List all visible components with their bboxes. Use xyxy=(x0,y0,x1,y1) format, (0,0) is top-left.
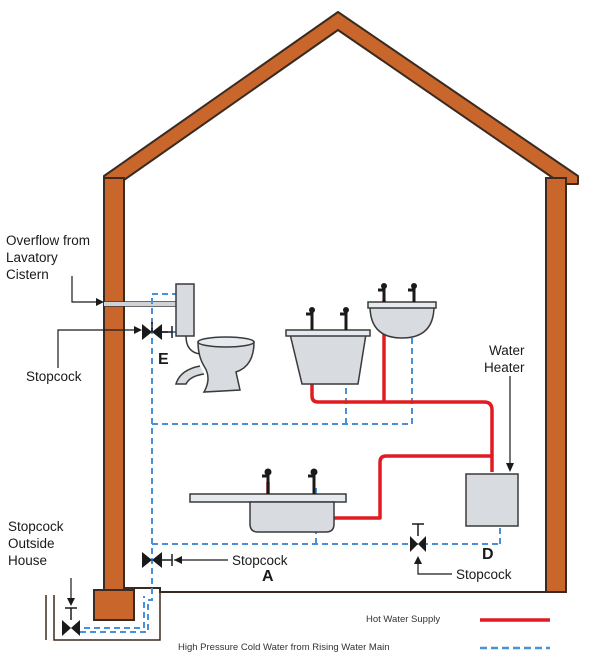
stopcock-outside-line2: Outside xyxy=(8,536,55,551)
toilet-bowl xyxy=(197,341,255,393)
valve-a xyxy=(142,552,173,568)
letter-a: A xyxy=(262,568,274,585)
overflow-label-line1: Overflow from xyxy=(6,233,91,248)
water-heater-label-line1: Water xyxy=(489,343,525,358)
roof xyxy=(103,11,579,185)
legend-hot-label: Hot Water Supply xyxy=(366,614,441,625)
wash-basin xyxy=(367,283,437,339)
house-structure xyxy=(45,11,579,641)
valve-d xyxy=(410,523,426,552)
water-heater-label: Water Heater xyxy=(484,342,525,376)
floor-line xyxy=(124,587,546,593)
toilet-waste-pipe xyxy=(175,365,205,385)
stopcock-d-label: Stopcock xyxy=(456,567,512,582)
foundation-block xyxy=(93,589,135,621)
left-wall xyxy=(103,177,125,593)
stopcock-a-label: Stopcock xyxy=(232,553,288,568)
valve-outside xyxy=(62,607,80,636)
right-wall xyxy=(545,177,567,593)
water-heater xyxy=(465,473,519,527)
legend-cold-label: High Pressure Cold Water from Rising Wat… xyxy=(178,642,390,653)
valve-e xyxy=(142,322,173,340)
water-heater-label-line2: Heater xyxy=(484,360,525,375)
ground-line xyxy=(53,590,161,641)
stopcock-outside-line1: Stopcock xyxy=(8,519,64,534)
stopcock-outside-label: Stopcock Outside House xyxy=(8,518,64,569)
letter-d: D xyxy=(482,546,494,563)
overflow-label-line2: Lavatory xyxy=(6,250,58,265)
overflow-label: Overflow from Lavatory Cistern xyxy=(6,232,90,283)
overflow-label-line3: Cistern xyxy=(6,267,49,282)
letter-e: E xyxy=(158,351,169,368)
overflow-pipe xyxy=(104,301,176,307)
basin-middle xyxy=(285,307,371,385)
stopcock-e-label: Stopcock xyxy=(26,369,82,384)
stopcock-outside-line3: House xyxy=(8,553,48,568)
toilet-cistern xyxy=(175,283,195,337)
kitchen-sink xyxy=(189,468,347,533)
arrowheads xyxy=(67,298,514,606)
toilet xyxy=(175,283,255,393)
cold-water-pipes xyxy=(80,293,501,633)
